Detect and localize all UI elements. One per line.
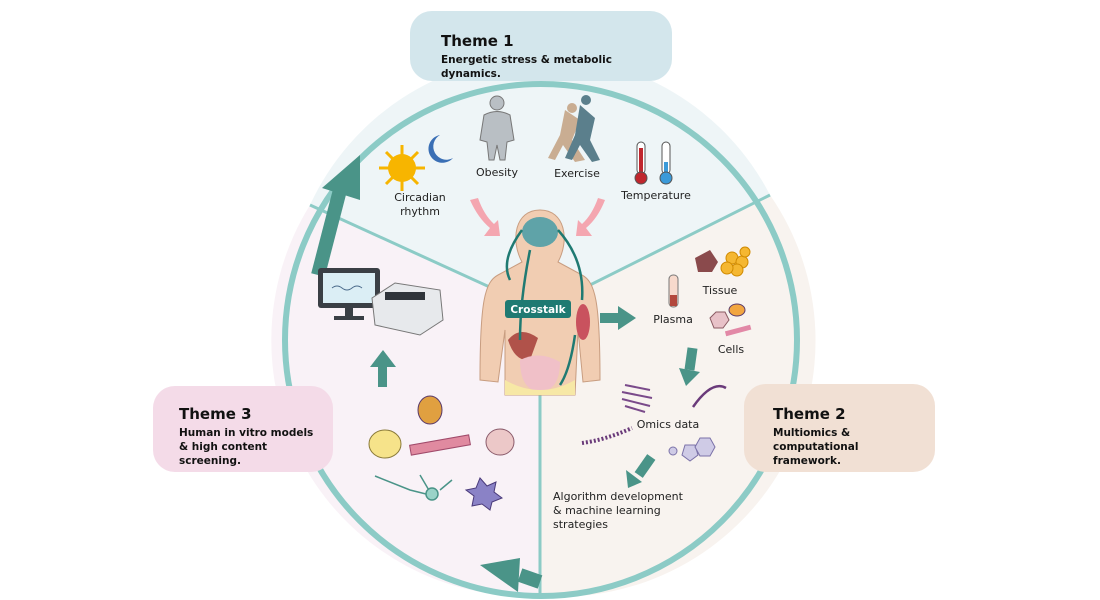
- crosstalk-badge: [505, 300, 571, 318]
- theme2-box: Theme 2 Multiomics & computational frame…: [744, 384, 935, 472]
- crosstalk-label: Crosstalk: [510, 304, 566, 316]
- label-temperature: Temperature: [620, 189, 691, 202]
- label-algorithm-2: & machine learning: [553, 504, 661, 517]
- myotube-cell-icon: [409, 434, 471, 456]
- label-omics: Omics data: [637, 418, 699, 431]
- adipocyte-cell-icon: [368, 429, 402, 459]
- plasma-tube-icon: [668, 274, 679, 308]
- theme3-box: Theme 3 Human in vitro models & high con…: [153, 386, 333, 472]
- oocyte-cell-icon: [417, 395, 443, 425]
- cell-oval-icon: [728, 303, 746, 317]
- computer-monitor-icon: [318, 268, 380, 320]
- label-plasma: Plasma: [653, 313, 693, 326]
- fat-tissue-icon: [720, 246, 751, 277]
- sun-icon: [379, 145, 425, 191]
- theme3-title: Theme 3: [179, 405, 252, 423]
- theme3-subtitle: Human in vitro models & high content scr…: [179, 427, 314, 467]
- cycle-arrow-bottom: [480, 558, 543, 592]
- pink-arrow-right: [576, 198, 605, 236]
- protein-structure-icon: [621, 384, 653, 413]
- label-algorithm-3: strategies: [553, 518, 608, 531]
- theme1-box: Theme 1 Energetic stress & metabolic dyn…: [410, 11, 672, 81]
- dna-strand-icon: [691, 384, 727, 408]
- moon-icon: [428, 135, 453, 163]
- label-obesity: Obesity: [476, 166, 519, 179]
- peptide-chain-icon: [581, 426, 633, 445]
- sector-theme1: [310, 56, 770, 310]
- theme2-title: Theme 2: [773, 405, 846, 423]
- tissue-icon: [695, 250, 718, 272]
- label-rhythm: rhythm: [400, 205, 440, 218]
- pink-arrow-left: [470, 198, 500, 236]
- theme2-subtitle: Multiomics & computational framework.: [773, 427, 859, 467]
- runners-icon: [548, 95, 600, 162]
- theme1-title: Theme 1: [441, 32, 514, 50]
- plate-reader-icon: [371, 282, 444, 336]
- molecule-icon: [668, 437, 716, 462]
- theme1-subtitle: Energetic stress & metabolic dynamics.: [441, 54, 612, 80]
- thermometer-hot-icon: [634, 141, 648, 185]
- muscle-cell-icon: [724, 324, 752, 337]
- neuron-cell-icon: [374, 474, 453, 501]
- thermometer-cold-icon: [659, 141, 673, 185]
- label-tissue: Tissue: [702, 284, 738, 297]
- hepatocyte-cell-icon: [485, 428, 515, 456]
- label-circadian: Circadian: [394, 191, 446, 204]
- arrow-to-samples: [600, 306, 636, 330]
- cell-hexagon-icon: [709, 311, 730, 329]
- label-cells: Cells: [718, 343, 745, 356]
- cycle-arrow-left: [311, 155, 360, 277]
- obesity-figure-icon: [479, 95, 515, 161]
- microglia-cell-icon: [464, 477, 504, 511]
- arrow-to-screening: [370, 350, 396, 387]
- arrow-to-algorithm: [626, 454, 656, 488]
- label-algorithm-1: Algorithm development: [553, 490, 684, 503]
- arrow-to-omics: [679, 347, 700, 386]
- label-exercise: Exercise: [554, 167, 600, 180]
